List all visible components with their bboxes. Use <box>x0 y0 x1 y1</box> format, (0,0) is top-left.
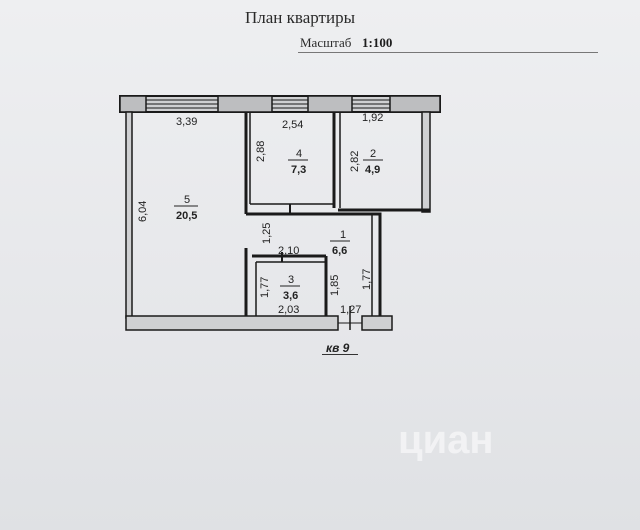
cian-watermark: циан <box>398 418 568 488</box>
dim-door-width: 1,27 <box>340 304 361 316</box>
room-label-5: 5 20,5 <box>174 194 198 222</box>
dim-hall-depth-top: 1,25 <box>261 223 273 244</box>
dim-hall-depth-mid: 1,85 <box>329 275 341 296</box>
svg-text:6,6: 6,6 <box>332 245 347 257</box>
svg-text:20,5: 20,5 <box>176 210 197 222</box>
dim-room2-depth: 2,82 <box>349 151 361 172</box>
dim-room2-width: 1,92 <box>362 112 383 124</box>
dim-room5-depth: 6,04 <box>137 201 149 222</box>
dim-hall-depth-right: 1,77 <box>361 269 373 290</box>
partition-room4-hall <box>246 203 362 216</box>
hall-right-wall <box>362 212 382 316</box>
dim-room4-width: 2,54 <box>282 119 303 131</box>
svg-text:4: 4 <box>296 148 302 160</box>
apartment-entry-underline <box>322 354 358 355</box>
plan-title: План квартиры <box>245 8 355 27</box>
window-left <box>146 99 218 109</box>
dim-bath-depth: 1,77 <box>259 277 271 298</box>
scale-label: Масштаб <box>300 35 352 50</box>
partition-room5 <box>244 112 251 316</box>
dim-bath-width-bottom: 2,03 <box>278 304 299 316</box>
left-wall <box>125 111 133 319</box>
room-label-4: 4 7,3 <box>288 148 308 176</box>
svg-text:3,6: 3,6 <box>283 290 298 302</box>
room-label-3: 3 3,6 <box>280 274 300 302</box>
svg-text:5: 5 <box>184 194 190 206</box>
svg-text:7,3: 7,3 <box>291 164 306 176</box>
scale-value: 1:100 <box>362 35 393 50</box>
svg-text:2: 2 <box>370 148 376 160</box>
right-wall-upper <box>421 111 431 213</box>
partition-room4-room2 <box>332 112 341 208</box>
svg-text:3: 3 <box>288 274 294 286</box>
window-right <box>352 99 390 109</box>
scale-underline <box>298 52 598 53</box>
dim-room5-width: 3,39 <box>176 116 197 128</box>
dim-bath-width-top: 2,10 <box>278 245 299 257</box>
room-label-2: 2 4,9 <box>363 148 383 176</box>
cian-logo-text: циан <box>398 418 494 462</box>
svg-text:4,9: 4,9 <box>365 164 380 176</box>
bathroom-walls <box>252 252 328 316</box>
window-middle <box>272 99 308 109</box>
room-label-1: 1 6,6 <box>330 229 350 257</box>
apartment-entry-label: кв 9 <box>326 341 350 355</box>
bottom-wall <box>125 315 393 331</box>
dim-room4-depth: 2,88 <box>255 141 267 162</box>
svg-text:1: 1 <box>340 229 346 241</box>
